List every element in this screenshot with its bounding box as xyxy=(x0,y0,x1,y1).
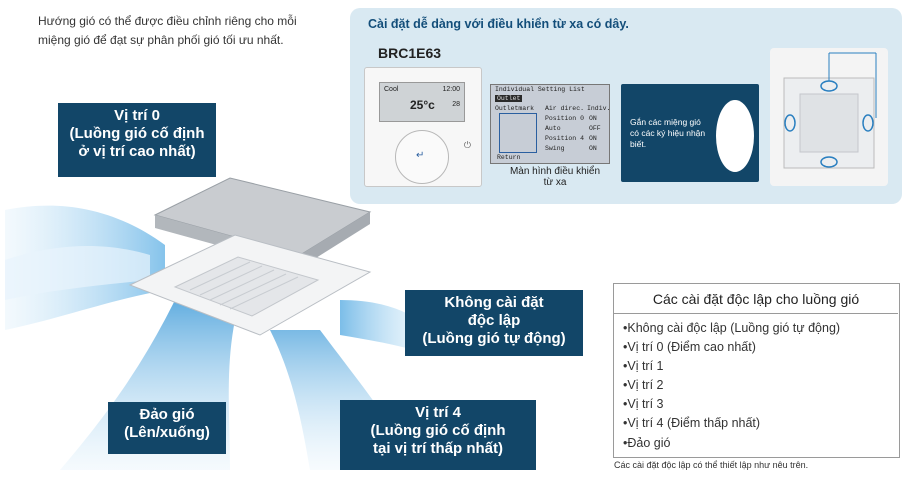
dpad-center-icon: ↵ xyxy=(416,150,425,161)
screen-header: Individual Setting List xyxy=(495,86,585,93)
wired-remote-controller: Cool 12:00 25°c 28 ↵ ⏻ xyxy=(364,67,482,187)
settings-item: •Vị trí 0 (Điểm cao nhất) xyxy=(623,340,756,355)
settings-item: •Vị trí 1 xyxy=(623,359,664,374)
callout-no-setting-line-1: Không cài đặt xyxy=(444,294,544,311)
callout-swing-line-1: Đảo gió xyxy=(139,406,195,423)
airflow-left-light xyxy=(5,245,150,300)
screen-tab: Outlet xyxy=(495,95,523,102)
settings-item: •Vị trí 2 xyxy=(623,378,664,393)
remote-power-icon: ⏻ xyxy=(463,140,471,150)
remote-lcd: Cool 12:00 25°c 28 xyxy=(379,82,465,122)
callout-no-setting-line-3: (Luồng gió tự động) xyxy=(422,330,566,347)
settings-title: Các cài đặt độc lập cho luồng gió xyxy=(614,285,898,314)
cassette-outlet-photo xyxy=(770,48,888,186)
cassette-outlet-drawing xyxy=(783,52,877,169)
screen-row-1-mid: Position 0 xyxy=(545,115,585,122)
screen-caption: Màn hình điều khiển từ xa xyxy=(509,166,601,188)
lcd-setpoint: 28 xyxy=(452,101,460,108)
outlet-marks-grid xyxy=(499,113,537,153)
remote-screen: Individual Setting List Outlet Outletmar… xyxy=(490,84,610,164)
lcd-mode: Cool xyxy=(384,86,399,93)
callout-no-setting: Không cài đặt độc lập (Luồng gió tự động… xyxy=(405,290,583,356)
screen-footer: Return xyxy=(497,154,521,161)
screen-row-0-left: Outletmark xyxy=(495,105,535,112)
screen-row-4-mid: Swing xyxy=(545,145,565,152)
intro-line-1: Hướng gió có thể được điều chỉnh riêng c… xyxy=(38,14,297,28)
settings-item: •Vị trí 4 (Điểm thấp nhất) xyxy=(623,416,761,431)
screen-row-3-right: ON xyxy=(589,135,597,142)
settings-list: •Không cài độc lập (Luồng gió tự động) •… xyxy=(623,319,840,453)
screen-row-2-mid: Auto xyxy=(545,125,561,132)
remote-panel-title: Cài đặt dễ dàng với điều khiển từ xa có … xyxy=(368,17,629,31)
callout-position-4-line-2: (Luồng gió cố định xyxy=(370,422,506,439)
outlet-id-text: Gắn các miệng gió có các ký hiệu nhận bi… xyxy=(630,117,706,149)
callout-swing: Đảo gió (Lên/xuống) xyxy=(108,402,226,454)
intro-text: Hướng gió có thể được điều chỉnh riêng c… xyxy=(38,12,338,50)
settings-box xyxy=(613,283,900,458)
callout-position-4: Vị trí 4 (Luồng gió cố định tại vị trí t… xyxy=(340,400,536,470)
callout-position-0-line-1: Vị trí 0 xyxy=(114,107,160,124)
lcd-temp: 25°c xyxy=(410,98,435,112)
lcd-time: 12:00 xyxy=(442,86,460,93)
screen-row-4-right: ON xyxy=(589,145,597,152)
callout-position-0: Vị trí 0 (Luồng gió cố định ở vị trí cao… xyxy=(58,103,216,177)
screen-row-1-right: ON xyxy=(589,115,597,122)
remote-model-label: BRC1E63 xyxy=(378,45,442,61)
callout-position-4-line-3: tại vị trí thấp nhất) xyxy=(372,440,503,457)
outlet-id-mark xyxy=(716,100,754,172)
settings-item: •Vị trí 3 xyxy=(623,397,664,412)
intro-line-2: miệng gió để đạt sự phân phối gió tối ưu… xyxy=(38,33,284,47)
settings-item: •Không cài độc lập (Luồng gió tự động) xyxy=(623,321,841,335)
callout-position-0-line-3: ở vị trí cao nhất) xyxy=(78,143,196,160)
callout-no-setting-line-2: độc lập xyxy=(467,312,521,329)
remote-dpad: ↵ xyxy=(395,130,449,184)
settings-item: •Đảo gió xyxy=(623,435,671,450)
callout-position-0-line-2: (Luồng gió cố định xyxy=(69,125,205,142)
screen-row-3-mid: Position 4 xyxy=(545,135,585,142)
callout-swing-line-2: (Lên/xuống) xyxy=(124,424,210,441)
screen-row-2-right: OFF xyxy=(589,125,601,132)
settings-note: Các cài đặt độc lập có thể thiết lập như… xyxy=(614,460,809,470)
callout-position-4-line-1: Vị trí 4 xyxy=(415,404,461,421)
screen-row-0-mid: Air direc. xyxy=(545,105,585,112)
screen-row-0-right: Indiv. xyxy=(587,105,611,112)
